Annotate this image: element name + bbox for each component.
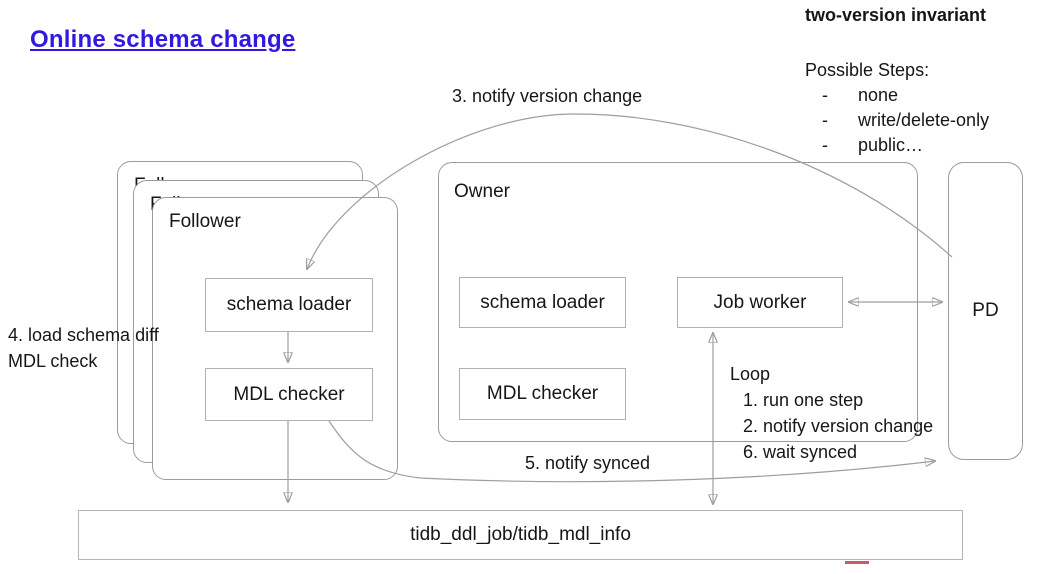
edge-label-notify-synced: 5. notify synced — [525, 453, 651, 473]
loop-step: 6. wait synced — [743, 442, 858, 462]
possible-step-item: - none — [822, 83, 989, 108]
possible-step-item: - write/delete-only — [822, 108, 989, 133]
edge-label-load-schema-diff-line1: 4. load schema diff — [8, 325, 159, 345]
possible-step-text: write/delete-only — [858, 110, 990, 130]
owner-schema-loader-node: schema loader — [459, 277, 626, 328]
edge-label-load-schema-diff: 4. load schema diff MDL check — [8, 322, 159, 374]
loop-annotation: Loop 1. run one step 2. notify version c… — [730, 361, 933, 465]
red-underline-mark — [845, 561, 869, 564]
page-title: Online schema change — [30, 26, 296, 53]
loop-label: Loop — [730, 364, 771, 384]
possible-step-text: public… — [858, 135, 924, 155]
owner-mdl-checker-node: MDL checker — [459, 368, 626, 420]
invariant-heading: two-version invariant — [805, 5, 987, 25]
follower-box-front: Follower — [152, 197, 398, 480]
pd-box: PD — [948, 162, 1023, 460]
possible-step-text: none — [858, 85, 899, 105]
owner-label: Owner — [454, 181, 510, 202]
storage-box: tidb_ddl_job/tidb_mdl_info — [78, 510, 963, 560]
possible-steps-note: Possible Steps: - none - write/delete-on… — [805, 58, 989, 158]
follower-mdl-checker-node: MDL checker — [205, 368, 373, 421]
pd-label: PD — [972, 300, 999, 321]
loop-step: 2. notify version change — [743, 416, 934, 436]
edge-label-notify-version-change: 3. notify version change — [452, 86, 643, 106]
dash-bullet: - — [822, 110, 828, 130]
dash-bullet: - — [822, 85, 828, 105]
storage-label: tidb_ddl_job/tidb_mdl_info — [410, 524, 631, 545]
edge-label-mdl-check-line2: MDL check — [8, 351, 98, 371]
follower-schema-loader-node: schema loader — [205, 278, 373, 332]
job-worker-node: Job worker — [677, 277, 843, 328]
follower-label: Follower — [169, 211, 241, 232]
possible-steps-label: Possible Steps: — [805, 60, 930, 80]
loop-step: 1. run one step — [743, 390, 864, 410]
possible-step-item: - public… — [822, 133, 989, 158]
dash-bullet: - — [822, 135, 828, 155]
